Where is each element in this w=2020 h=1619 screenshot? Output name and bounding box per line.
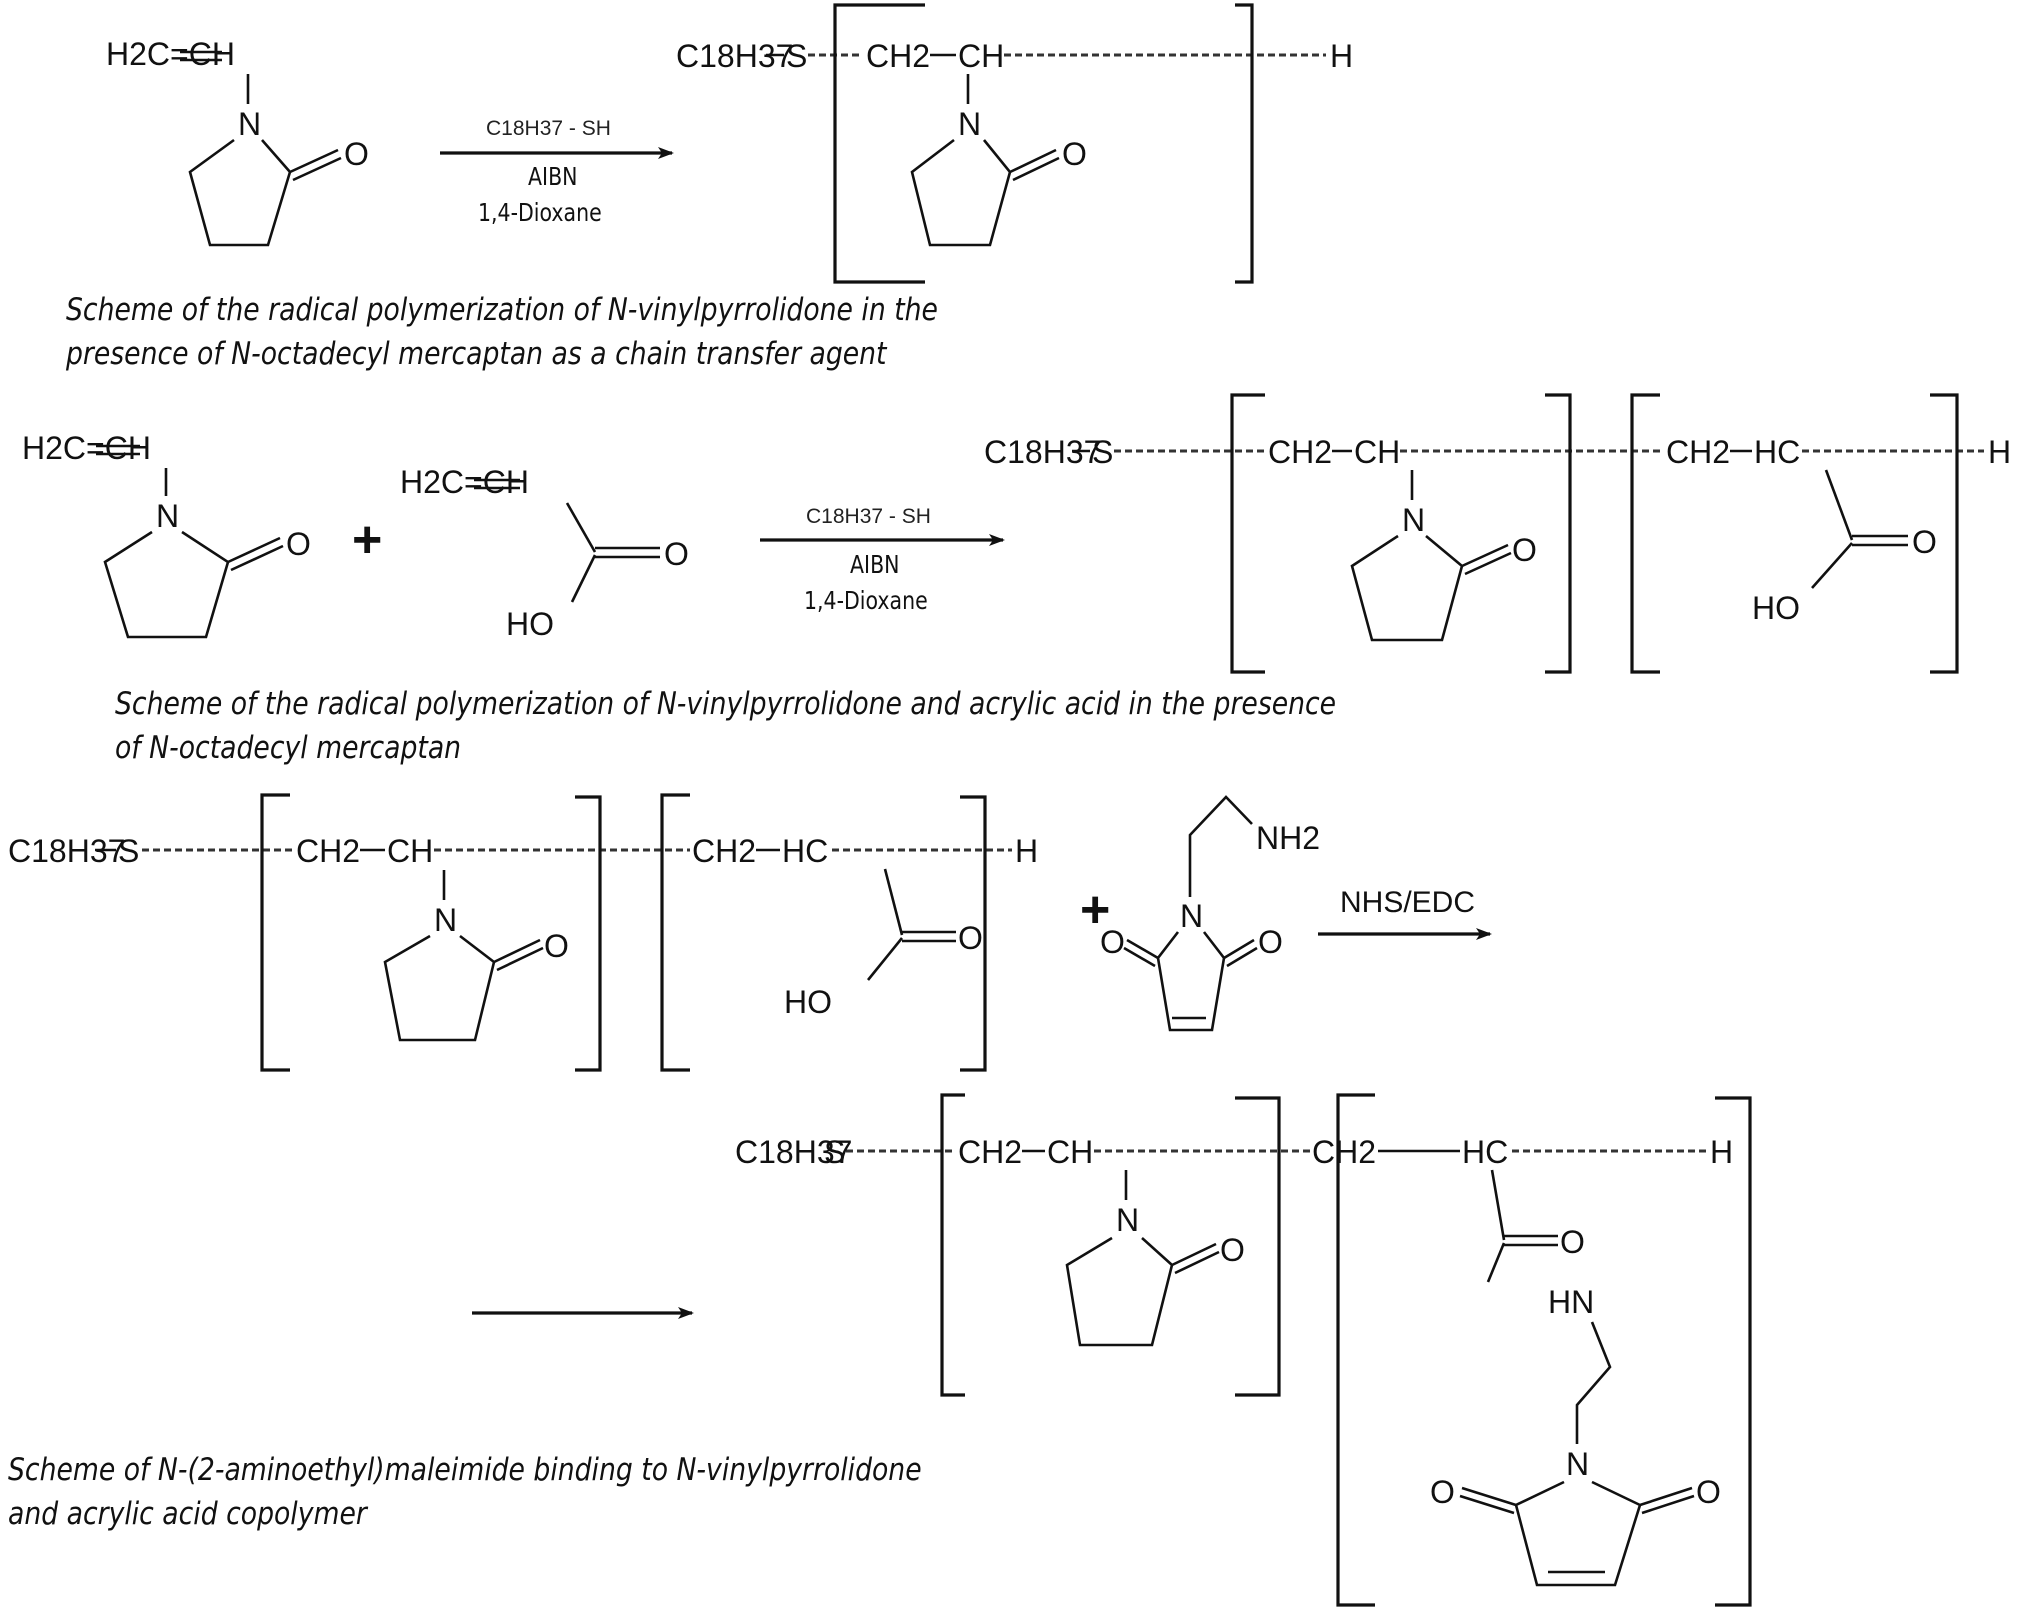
s3-reactant2-nh2: NH2 xyxy=(1256,820,1321,856)
s3-product-o-b: O xyxy=(1560,1224,1585,1260)
s1-reagent-label: C18H37 - SH xyxy=(486,117,611,140)
caption-scheme2-line2: of N-octadecyl mercaptan xyxy=(115,730,462,766)
s2-plus-sign: + xyxy=(352,511,383,569)
s2-reactant1-vinyl: H2C=CH xyxy=(22,430,151,466)
s3-reactant1-h: H xyxy=(1015,833,1039,869)
s3-product-o-left: O xyxy=(1430,1474,1455,1510)
s3-reactant1-n: N xyxy=(434,902,458,938)
s1-product-ch: CH xyxy=(958,38,1005,74)
s2-solvent-label: 1,4-Dioxane xyxy=(804,586,928,615)
s2-reactant2-o: O xyxy=(664,536,689,572)
s1-product-ch2: CH2 xyxy=(866,38,931,74)
s2-reactant1-bonds xyxy=(96,444,284,639)
s3-reactant1-ch2-a: CH2 xyxy=(296,833,361,869)
s2-product-h: H xyxy=(1988,434,2012,470)
s2-product-s: S xyxy=(1092,434,1114,470)
s1-product-h: H xyxy=(1330,38,1354,74)
s2-reactant1-n: N xyxy=(156,498,180,534)
s1-initiator-label: AIBN xyxy=(528,162,578,191)
s2-reactant2-vinyl: H2C=CH xyxy=(400,464,529,500)
s3-nhs-edc-label: NHS/EDC xyxy=(1340,886,1476,919)
s3-reactant2-o-right: O xyxy=(1258,924,1283,960)
s1-product-n: N xyxy=(958,106,982,142)
s3-product-chain-start: C18H37 xyxy=(735,1134,853,1170)
s1-product-o: O xyxy=(1062,136,1087,172)
s3-product-hn: HN xyxy=(1548,1284,1595,1320)
s1-reactant-bonds xyxy=(180,50,342,247)
s3-product-bonds xyxy=(846,1093,1752,1607)
s3-product-h: H xyxy=(1710,1134,1734,1170)
s1-solvent-label: 1,4-Dioxane xyxy=(478,198,602,227)
s2-product-o-b: O xyxy=(1912,524,1937,560)
s3-reactant1-ch2-b: CH2 xyxy=(692,833,757,869)
s3-reactant2-o-left: O xyxy=(1100,924,1125,960)
s2-product-n: N xyxy=(1402,502,1426,538)
s1-product-bonds xyxy=(766,3,1326,284)
s3-product-hc: HC xyxy=(1462,1134,1509,1170)
s3-reactant1-o-b: O xyxy=(958,920,983,956)
s2-reactant1-o: O xyxy=(286,526,311,562)
s1-reactant-n-label: N xyxy=(238,106,262,142)
s2-reactant2-oh: HO xyxy=(506,606,554,642)
s3-reactant1-o-a: O xyxy=(544,928,569,964)
s1-product-s: S xyxy=(786,38,808,74)
s3-product-o-right: O xyxy=(1696,1474,1721,1510)
s2-product-oh: HO xyxy=(1752,590,1800,626)
s3-reactant1-ch: CH xyxy=(387,833,434,869)
caption-scheme2-line1: Scheme of the radical polymerization of … xyxy=(115,686,1337,722)
caption-scheme3: Scheme of N-(2-aminoethyl)maleimide bind… xyxy=(8,1448,922,1536)
s2-product-ch2-b: CH2 xyxy=(1666,434,1731,470)
s3-reactant1-s: S xyxy=(118,833,140,869)
s3-product-n-mal: N xyxy=(1566,1446,1590,1482)
s3-reactant1-chain-start: C18H37 xyxy=(8,833,126,869)
s2-initiator-label: AIBN xyxy=(850,550,900,579)
s3-product-n: N xyxy=(1116,1202,1140,1238)
caption-scheme1-line2: presence of N-octadecyl mercaptan as a c… xyxy=(66,336,887,372)
s3-product-s: S xyxy=(824,1134,846,1170)
s3-product-ch: CH xyxy=(1047,1134,1094,1170)
s3-reactant1-hc: HC xyxy=(782,833,829,869)
s2-product-hc: HC xyxy=(1754,434,1801,470)
caption-scheme3-line1: Scheme of N-(2-aminoethyl)maleimide bind… xyxy=(8,1452,922,1488)
s2-product-ch2-a: CH2 xyxy=(1268,434,1333,470)
s2-product-o-a: O xyxy=(1512,532,1537,568)
caption-scheme1-line1: Scheme of the radical polymerization of … xyxy=(66,292,938,328)
caption-scheme2: Scheme of the radical polymerization of … xyxy=(115,682,1336,770)
s1-reactant-vinyl-label: H2C=CH xyxy=(106,36,235,72)
s3-reactant2-n: N xyxy=(1180,898,1204,934)
s3-plus-sign: + xyxy=(1080,881,1111,939)
s2-reagent-label: C18H37 - SH xyxy=(806,505,931,528)
s1-product-chain-start: C18H37 xyxy=(676,38,794,74)
caption-scheme1: Scheme of the radical polymerization of … xyxy=(66,288,938,376)
s2-product-chain-start: C18H37 xyxy=(984,434,1102,470)
caption-scheme3-line2: and acrylic acid copolymer xyxy=(8,1496,367,1532)
s1-reactant-o-label: O xyxy=(344,136,369,172)
s2-product-ch: CH xyxy=(1354,434,1401,470)
s3-reactant1-oh: HO xyxy=(784,984,832,1020)
s3-product-ch2-b: CH2 xyxy=(1312,1134,1377,1170)
s3-product-ch2-a: CH2 xyxy=(958,1134,1023,1170)
s3-product-o-a: O xyxy=(1220,1232,1245,1268)
